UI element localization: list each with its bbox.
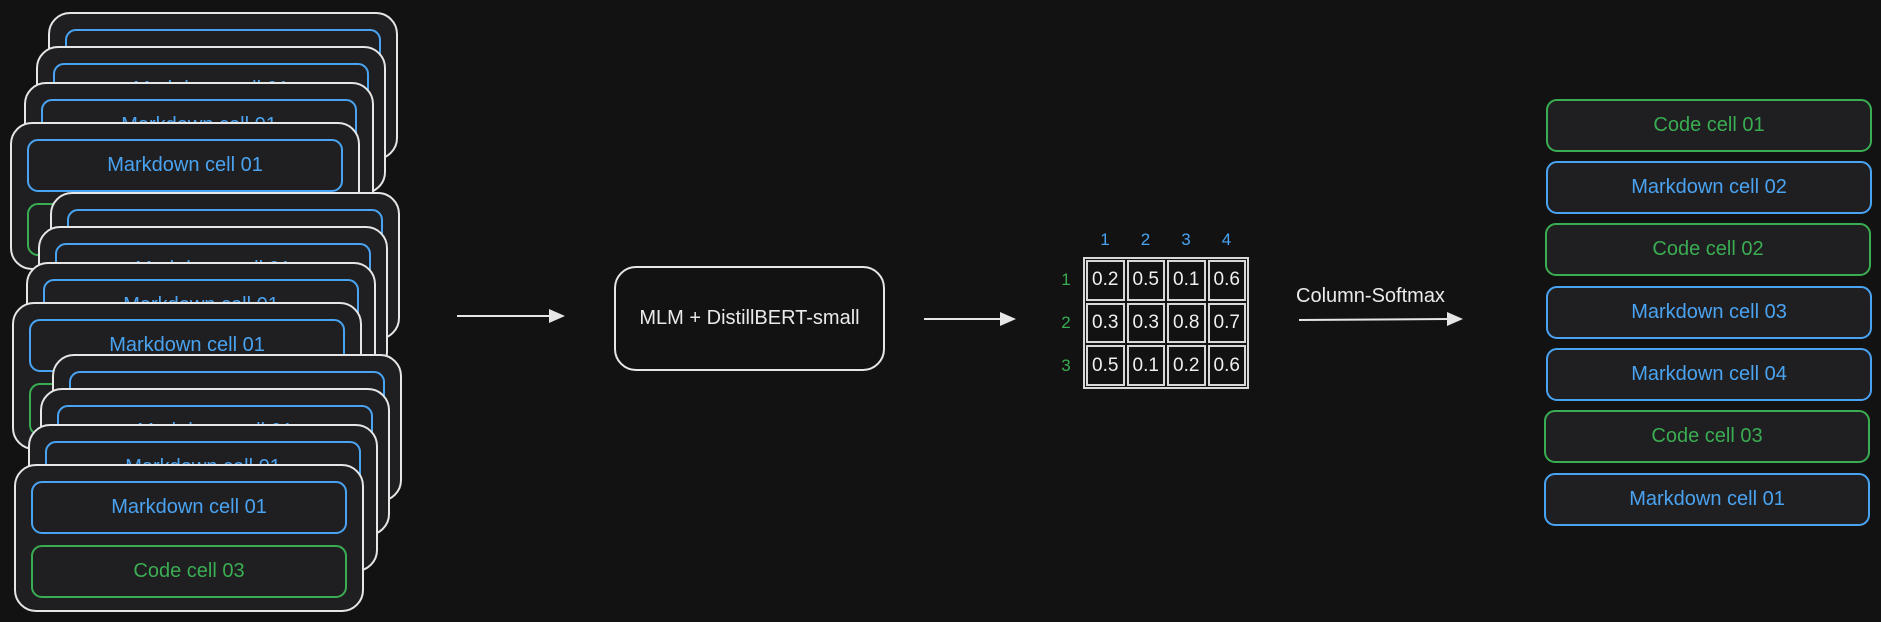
- arrow-to-model: [457, 309, 565, 323]
- model-label: MLM + DistillBERT-small: [639, 307, 860, 329]
- markdown-cell: Markdown cell 01: [27, 139, 343, 192]
- matrix-row-header: 3: [1061, 356, 1071, 375]
- matrix-cell: 0.6: [1207, 345, 1246, 386]
- column-softmax-label: Column-Softmax: [1296, 285, 1445, 307]
- matrix-cell: 0.3: [1126, 302, 1165, 344]
- matrix-row-header: 1: [1061, 270, 1071, 289]
- output-markdown-cell: Markdown cell 03: [1546, 286, 1872, 339]
- code-cell: Code cell 03: [31, 545, 347, 598]
- arrow-to-matrix: [924, 312, 1016, 326]
- output-code-cell: Code cell 01: [1546, 99, 1872, 152]
- matrix-cell: 0.1: [1167, 260, 1206, 301]
- output-markdown-cell: Markdown cell 02: [1546, 161, 1872, 214]
- output-code-cell: Code cell 03: [1544, 410, 1870, 463]
- model-box: MLM + DistillBERT-small: [614, 266, 885, 371]
- matrix-cell: 0.6: [1207, 260, 1246, 301]
- matrix-column-header: 3: [1181, 230, 1191, 249]
- matrix-cell: 0.7: [1207, 302, 1246, 344]
- matrix-cell: 0.3: [1086, 302, 1125, 344]
- output-markdown-cell: Markdown cell 01: [1544, 473, 1870, 526]
- arrow-to-output: [1298, 312, 1463, 326]
- notebook-pair-card: Markdown cell 01 Code cell 03: [14, 464, 364, 612]
- markdown-cell: Markdown cell 01: [31, 481, 347, 534]
- matrix-cell: 0.8: [1167, 302, 1206, 344]
- matrix-column-header: 2: [1140, 230, 1151, 249]
- matrix-cell: 0.5: [1086, 345, 1125, 386]
- matrix-column-header: 4: [1221, 230, 1232, 249]
- matrix-cell: 0.2: [1167, 345, 1206, 386]
- matrix-row-header: 2: [1061, 313, 1071, 332]
- matrix-cell: 0.2: [1086, 260, 1125, 301]
- matrix-cell: 0.5: [1126, 260, 1165, 301]
- matrix-cell: 0.1: [1126, 345, 1165, 386]
- output-code-cell: Code cell 02: [1545, 223, 1871, 276]
- matrix-column-header: 1: [1100, 230, 1110, 249]
- output-markdown-cell: Markdown cell 04: [1546, 348, 1872, 401]
